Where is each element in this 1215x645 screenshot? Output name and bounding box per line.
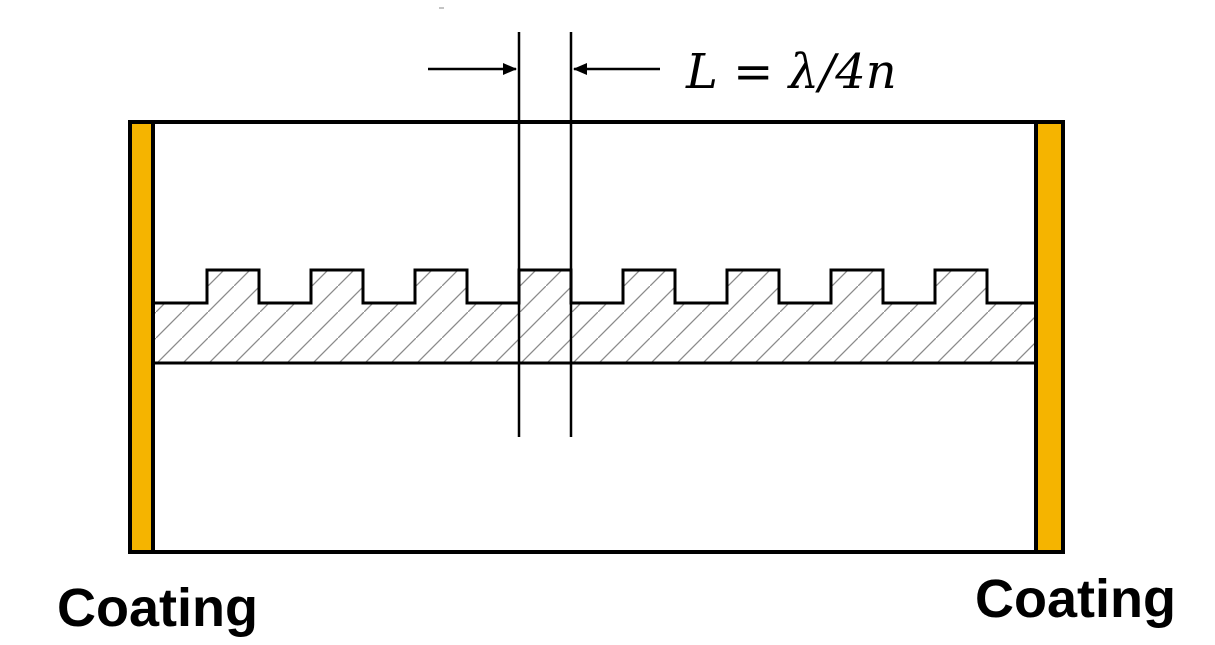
grating-tooth (623, 270, 675, 303)
grating-tooth (415, 270, 467, 303)
coating-left (128, 120, 155, 554)
grating-tooth (831, 270, 883, 303)
coating-right (1034, 120, 1065, 554)
coating-right-label: Coating (975, 569, 1176, 629)
grating-tooth (519, 270, 571, 303)
grating-tooth (935, 270, 987, 303)
grating-tooth (207, 270, 259, 303)
grating-teeth (207, 270, 987, 303)
grating-profile (153, 268, 1036, 305)
grating-tooth (727, 270, 779, 303)
coating-left-label: Coating (57, 578, 258, 638)
waveguide-layer (153, 303, 1036, 363)
period-formula-label: L = λ/4n (685, 44, 897, 100)
grating-tooth (311, 270, 363, 303)
